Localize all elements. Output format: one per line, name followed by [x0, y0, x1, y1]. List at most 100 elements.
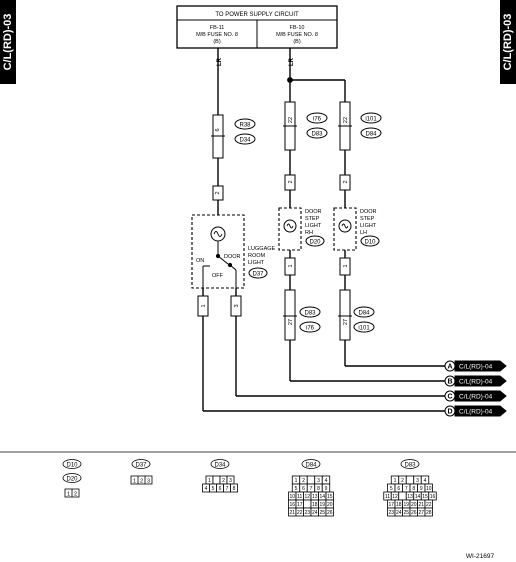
legend-pin: 24	[312, 510, 318, 516]
legend-pin: 8	[233, 486, 236, 492]
legend-pin: 12	[392, 494, 398, 500]
legend-pin: 1	[67, 492, 70, 498]
legend-pin: 26	[327, 510, 333, 516]
legend-pin: 18	[396, 502, 402, 508]
legend-pin: 17	[297, 502, 303, 508]
connector-tag-d10: D10	[364, 240, 376, 246]
legend-pin-cell	[405, 475, 415, 485]
legend-pin: 4	[205, 486, 208, 492]
luggage-room-light: ON DOOR OFF LUGGAGE ROOM LIGHT D37	[191, 214, 276, 289]
connector-tag-d83: D83	[311, 132, 323, 138]
legend-pin: 1	[133, 479, 136, 485]
connector-tag-d84: D84	[365, 132, 377, 138]
legend-pin: 2	[222, 478, 225, 484]
legend-pin: 8	[317, 486, 320, 492]
output-letter: D	[447, 409, 452, 416]
legend-pin: 1	[295, 478, 298, 484]
wire-lr-label: LR	[217, 57, 223, 66]
pin-number: 3	[234, 304, 240, 307]
output-letter: A	[447, 364, 452, 371]
legend-pin: 7	[405, 486, 408, 492]
legend-pin: 28	[426, 510, 432, 516]
connector-tag-d34: D34	[239, 138, 251, 144]
legend-tag: D10	[66, 463, 78, 469]
fuse-left-line-1: FB-11	[210, 25, 225, 31]
legend-pin: 24	[396, 510, 402, 516]
pin-number: 27	[288, 319, 294, 325]
legend-pin: 25	[403, 510, 409, 516]
legend-pin: 22	[297, 510, 303, 516]
wires	[202, 48, 445, 412]
legend-d10-d20: D10 D20 1 2	[62, 459, 82, 498]
legend-pin: 5	[212, 486, 215, 492]
legend-pin: 5	[390, 486, 393, 492]
legend-pin: 21	[418, 502, 424, 508]
wire-lr-label: LR	[289, 57, 295, 66]
component-name-line: LUGGAGE	[248, 246, 276, 252]
legend-pin: 23	[388, 510, 394, 516]
legend-pin: 6	[219, 486, 222, 492]
legend-pin-cell	[398, 491, 407, 501]
legend-pin: 17	[388, 502, 394, 508]
legend-pin: 3	[317, 478, 320, 484]
connector-tags: R38 D34 i76 D83 i101 D84 D83 i76 D84 i10…	[234, 112, 382, 333]
legend-pin: 2	[140, 479, 143, 485]
switch-on-label: ON	[196, 258, 204, 264]
legend-pin: 7	[226, 486, 229, 492]
output-letter: C	[447, 394, 452, 401]
output-a: A C/L(RD)-04	[444, 360, 507, 372]
legend-pin-cell	[424, 507, 433, 517]
pin-number: 2	[343, 180, 349, 183]
legend-pin: 15	[422, 494, 428, 500]
component-name-line: DOOR	[360, 209, 377, 215]
component-name-line: DOOR	[305, 209, 322, 215]
legend-pin: 16	[430, 494, 436, 500]
legend-pin: 9	[325, 486, 328, 492]
legend-pin: 21	[289, 510, 295, 516]
legend-pin: 13	[407, 494, 413, 500]
connector-tag-i76: i76	[313, 117, 322, 123]
legend-pin: 6	[302, 486, 305, 492]
legend-pin: 5	[295, 486, 298, 492]
legend-pin-cell	[230, 483, 238, 493]
legend-pin: 2	[302, 478, 305, 484]
legend-pin: 20	[411, 502, 417, 508]
pin-number: 2	[215, 191, 221, 194]
output-connectors: A C/L(RD)-04 B C/L(RD)-04 C C/L(RD)-04 D…	[444, 360, 507, 417]
legend-pin: 20	[327, 502, 333, 508]
legend-d37: D37 1 2 3	[130, 459, 153, 485]
output-label: C/L(RD)-04	[459, 394, 493, 401]
output-label: C/L(RD)-04	[459, 409, 493, 416]
right-section-tab: C/L(RD)-03	[500, 0, 516, 84]
component-name-line: ROOM	[248, 253, 266, 259]
legend-pin-cell	[306, 475, 316, 485]
legend-pin: 13	[312, 494, 318, 500]
legend-pin: 16	[289, 502, 295, 508]
legend-pin: 1	[394, 478, 397, 484]
switch-door-label: DOOR	[224, 254, 241, 260]
legend-pin: 18	[312, 502, 318, 508]
legend-pin: 25	[319, 510, 325, 516]
legend-tag: D84	[305, 463, 317, 469]
door-step-light-lh: DOOR STEP LIGHT LH D10	[333, 207, 380, 251]
legend-tag: D20	[66, 477, 78, 483]
legend-pin: 3	[147, 479, 150, 485]
legend-pin: 2	[401, 478, 404, 484]
component-name-line: STEP	[305, 216, 320, 222]
component-name-line: LH	[360, 230, 367, 236]
connector-tag-d84: D84	[358, 311, 370, 317]
legend-pin: 23	[304, 510, 310, 516]
pin-number: 1	[201, 304, 207, 307]
legend-pin: 14	[319, 494, 325, 500]
fuse-right-line-1: FB-10	[290, 25, 305, 31]
pin-number: 6	[215, 128, 221, 131]
legend-pin: 10	[426, 486, 432, 492]
connector-tag-d83: D83	[304, 311, 316, 317]
pin-number: 22	[343, 117, 349, 123]
output-letter: B	[447, 379, 452, 386]
legend-tag: D83	[404, 463, 416, 469]
